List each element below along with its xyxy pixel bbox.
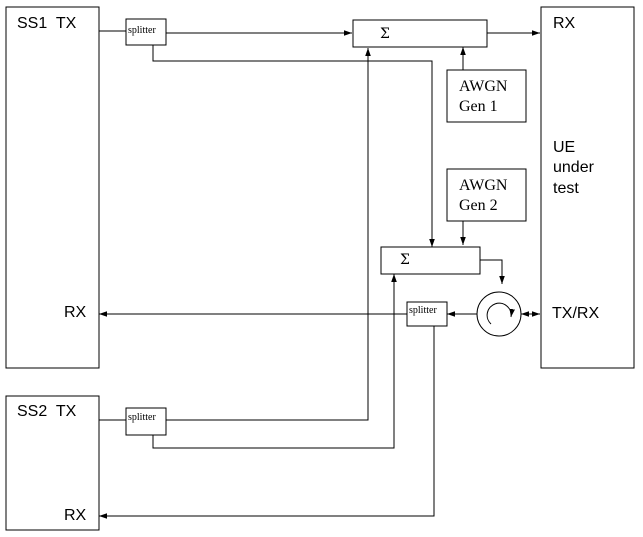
sum2-box bbox=[380, 246, 481, 275]
wire-splitter3-to-ss2-rx bbox=[99, 326, 435, 519]
ss1-tx-label: SS1 TX bbox=[17, 15, 77, 32]
sum1-symbol: Σ bbox=[380, 26, 390, 42]
wire-splitter2-to-sum1 bbox=[166, 48, 371, 421]
splitter-3: splitter bbox=[406, 301, 448, 327]
ss2-block: SS2 TX RX bbox=[5, 395, 100, 531]
splitter2-box bbox=[125, 407, 167, 436]
ue-name-line2: under bbox=[553, 159, 595, 176]
splitter1-label: splitter bbox=[128, 25, 156, 36]
ss1-block: SS1 TX RX bbox=[5, 6, 100, 369]
wire-splitter2-to-sum2 bbox=[152, 274, 397, 449]
ue-name-line1: UE bbox=[553, 139, 575, 156]
ue-box bbox=[540, 6, 635, 369]
splitter1-box bbox=[125, 18, 167, 46]
awgn2-line1: AWGN bbox=[459, 177, 508, 194]
ss2-box bbox=[5, 395, 100, 531]
awgn1-line2: Gen 1 bbox=[459, 98, 498, 115]
sum2-symbol: Σ bbox=[400, 252, 410, 268]
wire-splitter1-to-sum2 bbox=[152, 45, 435, 247]
wire-sum2-to-circulator bbox=[480, 259, 505, 284]
ue-name-line3: test bbox=[553, 180, 579, 197]
splitter3-box bbox=[406, 301, 448, 327]
sum-block-1: Σ bbox=[352, 19, 488, 48]
ss1-box bbox=[5, 6, 100, 369]
circulator bbox=[476, 291, 522, 337]
signal-wires bbox=[99, 30, 540, 519]
ue-rx-label: RX bbox=[553, 15, 576, 32]
ue-block: RX UE under test TX/RX bbox=[540, 6, 635, 369]
awgn1-line1: AWGN bbox=[459, 78, 508, 95]
awgn-gen-1: AWGN Gen 1 bbox=[446, 69, 527, 123]
splitter-1: splitter bbox=[125, 18, 167, 46]
circulator-circle bbox=[476, 291, 522, 337]
ue-txrx-label: TX/RX bbox=[552, 305, 599, 322]
splitter-2: splitter bbox=[125, 407, 167, 436]
sum1-box bbox=[352, 19, 488, 48]
awgn-gen-2: AWGN Gen 2 bbox=[446, 168, 527, 222]
awgn2-box bbox=[446, 168, 527, 222]
ss2-rx-label: RX bbox=[64, 507, 87, 524]
ss1-rx-label: RX bbox=[64, 304, 87, 321]
circulator-rotation-arrow bbox=[486, 302, 515, 325]
splitter2-label: splitter bbox=[128, 412, 156, 423]
awgn2-line2: Gen 2 bbox=[459, 197, 498, 214]
awgn1-box bbox=[446, 69, 527, 123]
sum-block-2: Σ bbox=[380, 246, 481, 275]
splitter3-label: splitter bbox=[409, 305, 437, 316]
ss2-tx-label: SS2 TX bbox=[17, 403, 77, 420]
